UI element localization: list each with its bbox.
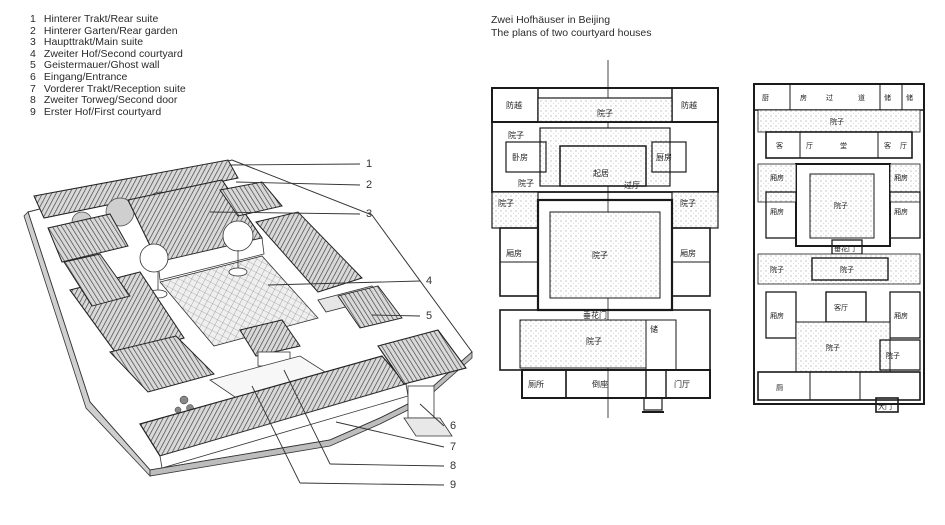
plan-b-label: 堂 [840,141,847,150]
plan-a-label: 防越 [506,100,522,110]
plan-b-label: 院子 [840,265,854,274]
title-line-english: The plans of two courtyard houses [491,27,652,39]
plan-b-label: 过 [826,93,833,102]
plan-b-label: 厢房 [894,311,908,320]
plan-b-label: 客 [776,141,783,150]
plan-a-label: 院子 [498,198,514,208]
plan-b-label: 房 [800,93,807,102]
plan-a-label: 门厅 [674,379,690,389]
plan-a-label: 院子 [508,130,524,140]
second-door [239,319,301,357]
plan-a-label: 院子 [586,336,602,346]
plan-a-label: 厨房 [656,152,672,162]
plan-b-label: 大门 [878,402,892,411]
callout-lines [209,163,445,486]
legend-item: 9 Erster Hof/First courtyard [30,105,162,118]
plan-a-label: 院子 [592,250,608,260]
plan-a-label: 院子 [518,178,534,188]
plan-b-label: 厢房 [770,207,784,216]
plan-a: 防越 院子 防越 院子 卧房 院子 厨房 起居 过厅 院子 院子 厢房 院子 厢… [491,60,719,418]
callout-3: 3 [366,208,373,220]
plan-b-label: 厅 [806,142,813,150]
plan-a-label: 卧房 [512,152,528,162]
legend-item: 4 Zweiter Hof/Second courtyard [30,47,183,60]
legend-item: 5 Geistermauer/Ghost wall [30,59,160,72]
callout-2: 2 [366,179,373,191]
plan-b-label: 厢房 [894,207,908,216]
plan-b-label: 道 [858,93,865,102]
plan-b-label: 垂花门 [834,244,855,253]
plan-a-label: 储 [650,324,658,334]
plan-b-label: 客厅 [834,303,848,312]
plan-b-label: 厢房 [894,173,908,182]
callout-9: 9 [450,479,457,491]
plan-a-label: 院子 [680,198,696,208]
plan-b-label: 院子 [834,201,848,210]
callout-4: 4 [426,275,433,287]
callout-5: 5 [426,310,433,322]
legend: 1 Hinterer Trakt/Rear suite 2 Hinterer G… [30,13,186,118]
legend-item: 2 Hinterer Garten/Rear garden [30,24,178,37]
rear-suite-roof [33,159,239,219]
plan-a-label: 防越 [681,100,697,110]
plan-a-label: 过厅 [624,180,640,190]
legend-item: 7 Vorderer Trakt/Reception suite [30,82,186,95]
callout-7: 7 [450,441,457,453]
plan-b-label: 客 [884,141,891,150]
plan-b-label: 院子 [830,117,844,126]
callout-1: 1 [366,158,373,170]
plan-b-label: 院子 [826,343,840,352]
plan-b-label: 院子 [886,351,900,360]
plan-b-label: 储 [906,93,913,102]
legend-item: 3 Haupttrakt/Main suite [30,36,144,49]
title-line-german: Zwei Hofhäuser in Beijing [491,14,611,26]
callout-8: 8 [450,460,457,472]
plan-a-label: 起居 [593,169,609,178]
legend-item: 1 Hinterer Trakt/Rear suite [30,13,159,25]
plan-a-label: 垂花门 [583,310,607,320]
plan-b-label: 厢房 [770,173,784,182]
callout-6: 6 [450,420,457,432]
plan-a-label: 厢房 [680,248,696,258]
plan-b-label: 储 [884,93,891,102]
plan-a-label: 厕所 [528,379,544,389]
entrance-roof [377,329,467,385]
plan-a-label: 倒座 [592,379,608,389]
plan-b-label: 厨 [762,94,769,102]
plan-a-label: 院子 [597,108,613,118]
legend-item: 8 Zweiter Torweg/Second door [30,94,178,107]
legend-item: 6 Eingang/Entrance [30,70,128,83]
figure-title: Zwei Hofhäuser in Beijing The plans of t… [491,14,652,40]
axonometric-view [23,159,473,486]
plan-a-label: 厢房 [506,248,522,258]
plan-b-label: 厕 [776,384,783,392]
plan-b: 厨 房 过 道 储 储 院子 客 厅 堂 客 厅 厢房 厢房 院子 厢房 厢房 … [753,83,925,413]
plan-b-label: 院子 [770,265,784,274]
plan-b-label: 厢房 [770,311,784,320]
plan-b-label: 厅 [900,142,907,150]
